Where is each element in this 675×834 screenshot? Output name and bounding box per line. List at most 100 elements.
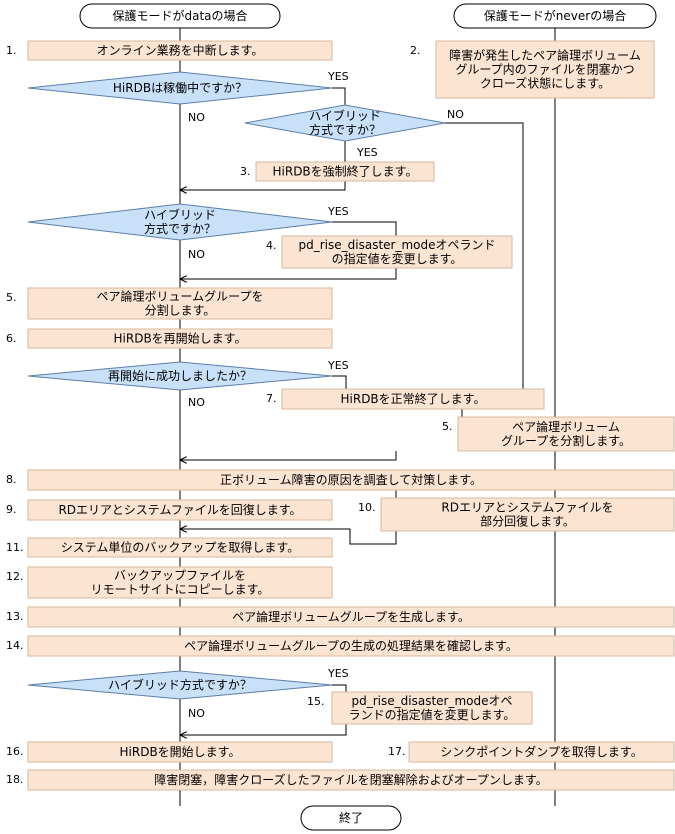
step-box [435, 40, 655, 99]
step-box [281, 388, 545, 410]
step-text: 障害が発生したペア論理ボリューム [449, 48, 641, 63]
step-number: 15. [307, 695, 325, 708]
step-box [27, 287, 333, 320]
step-box [281, 235, 513, 269]
decision-text: 方式ですか？ [144, 221, 216, 236]
svg-text:保護モードがdataの場合: 保護モードがdataの場合 [112, 8, 247, 23]
decision-diamond [27, 71, 333, 105]
no-label: NO [188, 707, 205, 720]
yes-label: YES [327, 70, 349, 83]
step-text: システム単位のバックアップを取得します。 [61, 540, 299, 555]
step-number: 4. [266, 239, 277, 252]
step-number: 12. [6, 570, 24, 583]
step-number: 1. [6, 44, 17, 57]
step-number: 2. [410, 44, 421, 57]
decision-text: ハイブリッド [144, 207, 216, 222]
decision-text: ハイブリッド方式ですか？ [108, 677, 252, 692]
step-number: 6. [6, 332, 17, 345]
decision-d5: ハイブリッド方式ですか？ [27, 670, 333, 700]
step-text: グループを分割します。 [501, 433, 631, 448]
step-text: RDエリアとシステムファイルを回復します。 [58, 502, 301, 517]
step-s18: 18.障害閉塞，障害クローズしたファイルを閉塞解除およびオープンします。 [6, 769, 675, 791]
step-text: ペア論理ボリュームグループの生成の処理結果を確認します。 [184, 638, 518, 653]
yes-label: YES [356, 146, 378, 159]
step-text: オンライン業務を中断します。 [97, 43, 264, 58]
end-terminal: 終了 [300, 805, 402, 831]
step-number: 13. [6, 610, 24, 623]
step-number: 7. [266, 392, 277, 405]
step-box [331, 691, 533, 725]
step-s9: 9. RDエリアとシステムファイルを回復します。 [6, 499, 333, 521]
step-number: 16. [6, 745, 24, 758]
step-number: 9. [6, 503, 17, 516]
step-box [27, 40, 333, 61]
step-text: シンクポイントダンプを取得します。 [440, 744, 642, 759]
step-number: 11. [6, 541, 24, 554]
step-s8: 8.正ボリューム障害の原因を調査して対策します。 [6, 469, 675, 491]
step-s6: 6. HiRDBを再開始します。 [6, 328, 333, 349]
step-text: pd_rise_disaster_modeオペランド [299, 238, 496, 252]
yes-label: YES [327, 205, 349, 218]
no-label: NO [447, 108, 464, 121]
step-box [27, 606, 675, 628]
step-s7: 7.HiRDBを正常終了します。 [266, 388, 545, 410]
header-never-mode: 保護モードがneverの場合 [453, 3, 657, 29]
step-s1: 1. オンライン業務を中断します。 [6, 40, 333, 61]
decision-nodes: HiRDBは稼働中ですか？ハイブリッド方式ですか？ハイブリッド方式ですか？再開始… [27, 71, 446, 700]
step-text: HiRDBを開始します。 [120, 745, 241, 759]
step-s16: 16. HiRDBを開始します。 [6, 741, 333, 763]
step-box [408, 741, 675, 763]
step-text: 障害閉塞，障害クローズしたファイルを閉塞解除およびオープンします。 [154, 772, 547, 787]
step-text: ランドの指定値を変更します。 [349, 707, 516, 722]
process-steps: 1.オンライン業務を中断します。2.障害が発生したペア論理ボリュームグループ内の… [6, 40, 675, 791]
step-text: 分割します。 [145, 303, 216, 318]
step-box [27, 741, 333, 763]
decision-diamond [27, 361, 333, 391]
step-number: 3. [240, 165, 251, 178]
yes-label: YES [327, 359, 349, 372]
step-text: HiRDBを再開始します。 [114, 332, 247, 346]
decision-diamond [27, 670, 333, 700]
step-number: 10. [358, 501, 376, 514]
decision-diamond [27, 203, 333, 241]
svg-text:終了: 終了 [339, 810, 363, 825]
step-s3: 3.HiRDBを強制終了します。 [240, 161, 435, 182]
step-number: 17. [388, 745, 406, 758]
step-number: 5. [442, 420, 453, 433]
step-number: 5. [6, 291, 17, 304]
step-box [27, 499, 333, 521]
no-label: NO [188, 248, 205, 261]
step-text: リモートサイトにコピーします。 [91, 583, 270, 597]
step-s11: 11. システム単位のバックアップを取得します。 [6, 537, 333, 558]
step-s13: 13.ペア論理ボリュームグループを生成します。 [6, 606, 675, 628]
step-s2: 2.障害が発生したペア論理ボリュームグループ内のファイルを閉塞かつクローズ状態に… [410, 40, 655, 99]
step-text: ペア論理ボリューム [512, 419, 620, 434]
step-box [255, 161, 435, 182]
step-text: バックアップファイルを [114, 569, 246, 583]
decision-text: HiRDBは稼働中ですか？ [113, 80, 247, 95]
decision-d3: ハイブリッド方式ですか？ [27, 203, 333, 241]
no-label: NO [188, 111, 205, 124]
step-s17: 17. シンクポイントダンプを取得します。 [388, 741, 675, 763]
step-box [27, 769, 675, 791]
step-box [27, 635, 675, 657]
step-text: RDエリアとシステムファイルを [441, 501, 613, 515]
step-s14: 14. ペア論理ボリュームグループの生成の処理結果を確認します。 [6, 635, 675, 657]
decision-text: 方式ですか？ [309, 122, 381, 137]
decision-diamond [244, 104, 446, 142]
step-text: の指定値を変更します。 [332, 251, 463, 266]
decision-text: 再開始に成功しましたか？ [108, 369, 252, 383]
step-text: 部分回復します。 [480, 514, 575, 529]
no-label: NO [188, 396, 205, 409]
step-text: pd_rise_disaster_modeオペ [352, 694, 513, 708]
step-box [27, 537, 333, 558]
step-number: 14. [6, 639, 24, 652]
step-box [27, 328, 333, 349]
step-number: 8. [6, 473, 17, 486]
